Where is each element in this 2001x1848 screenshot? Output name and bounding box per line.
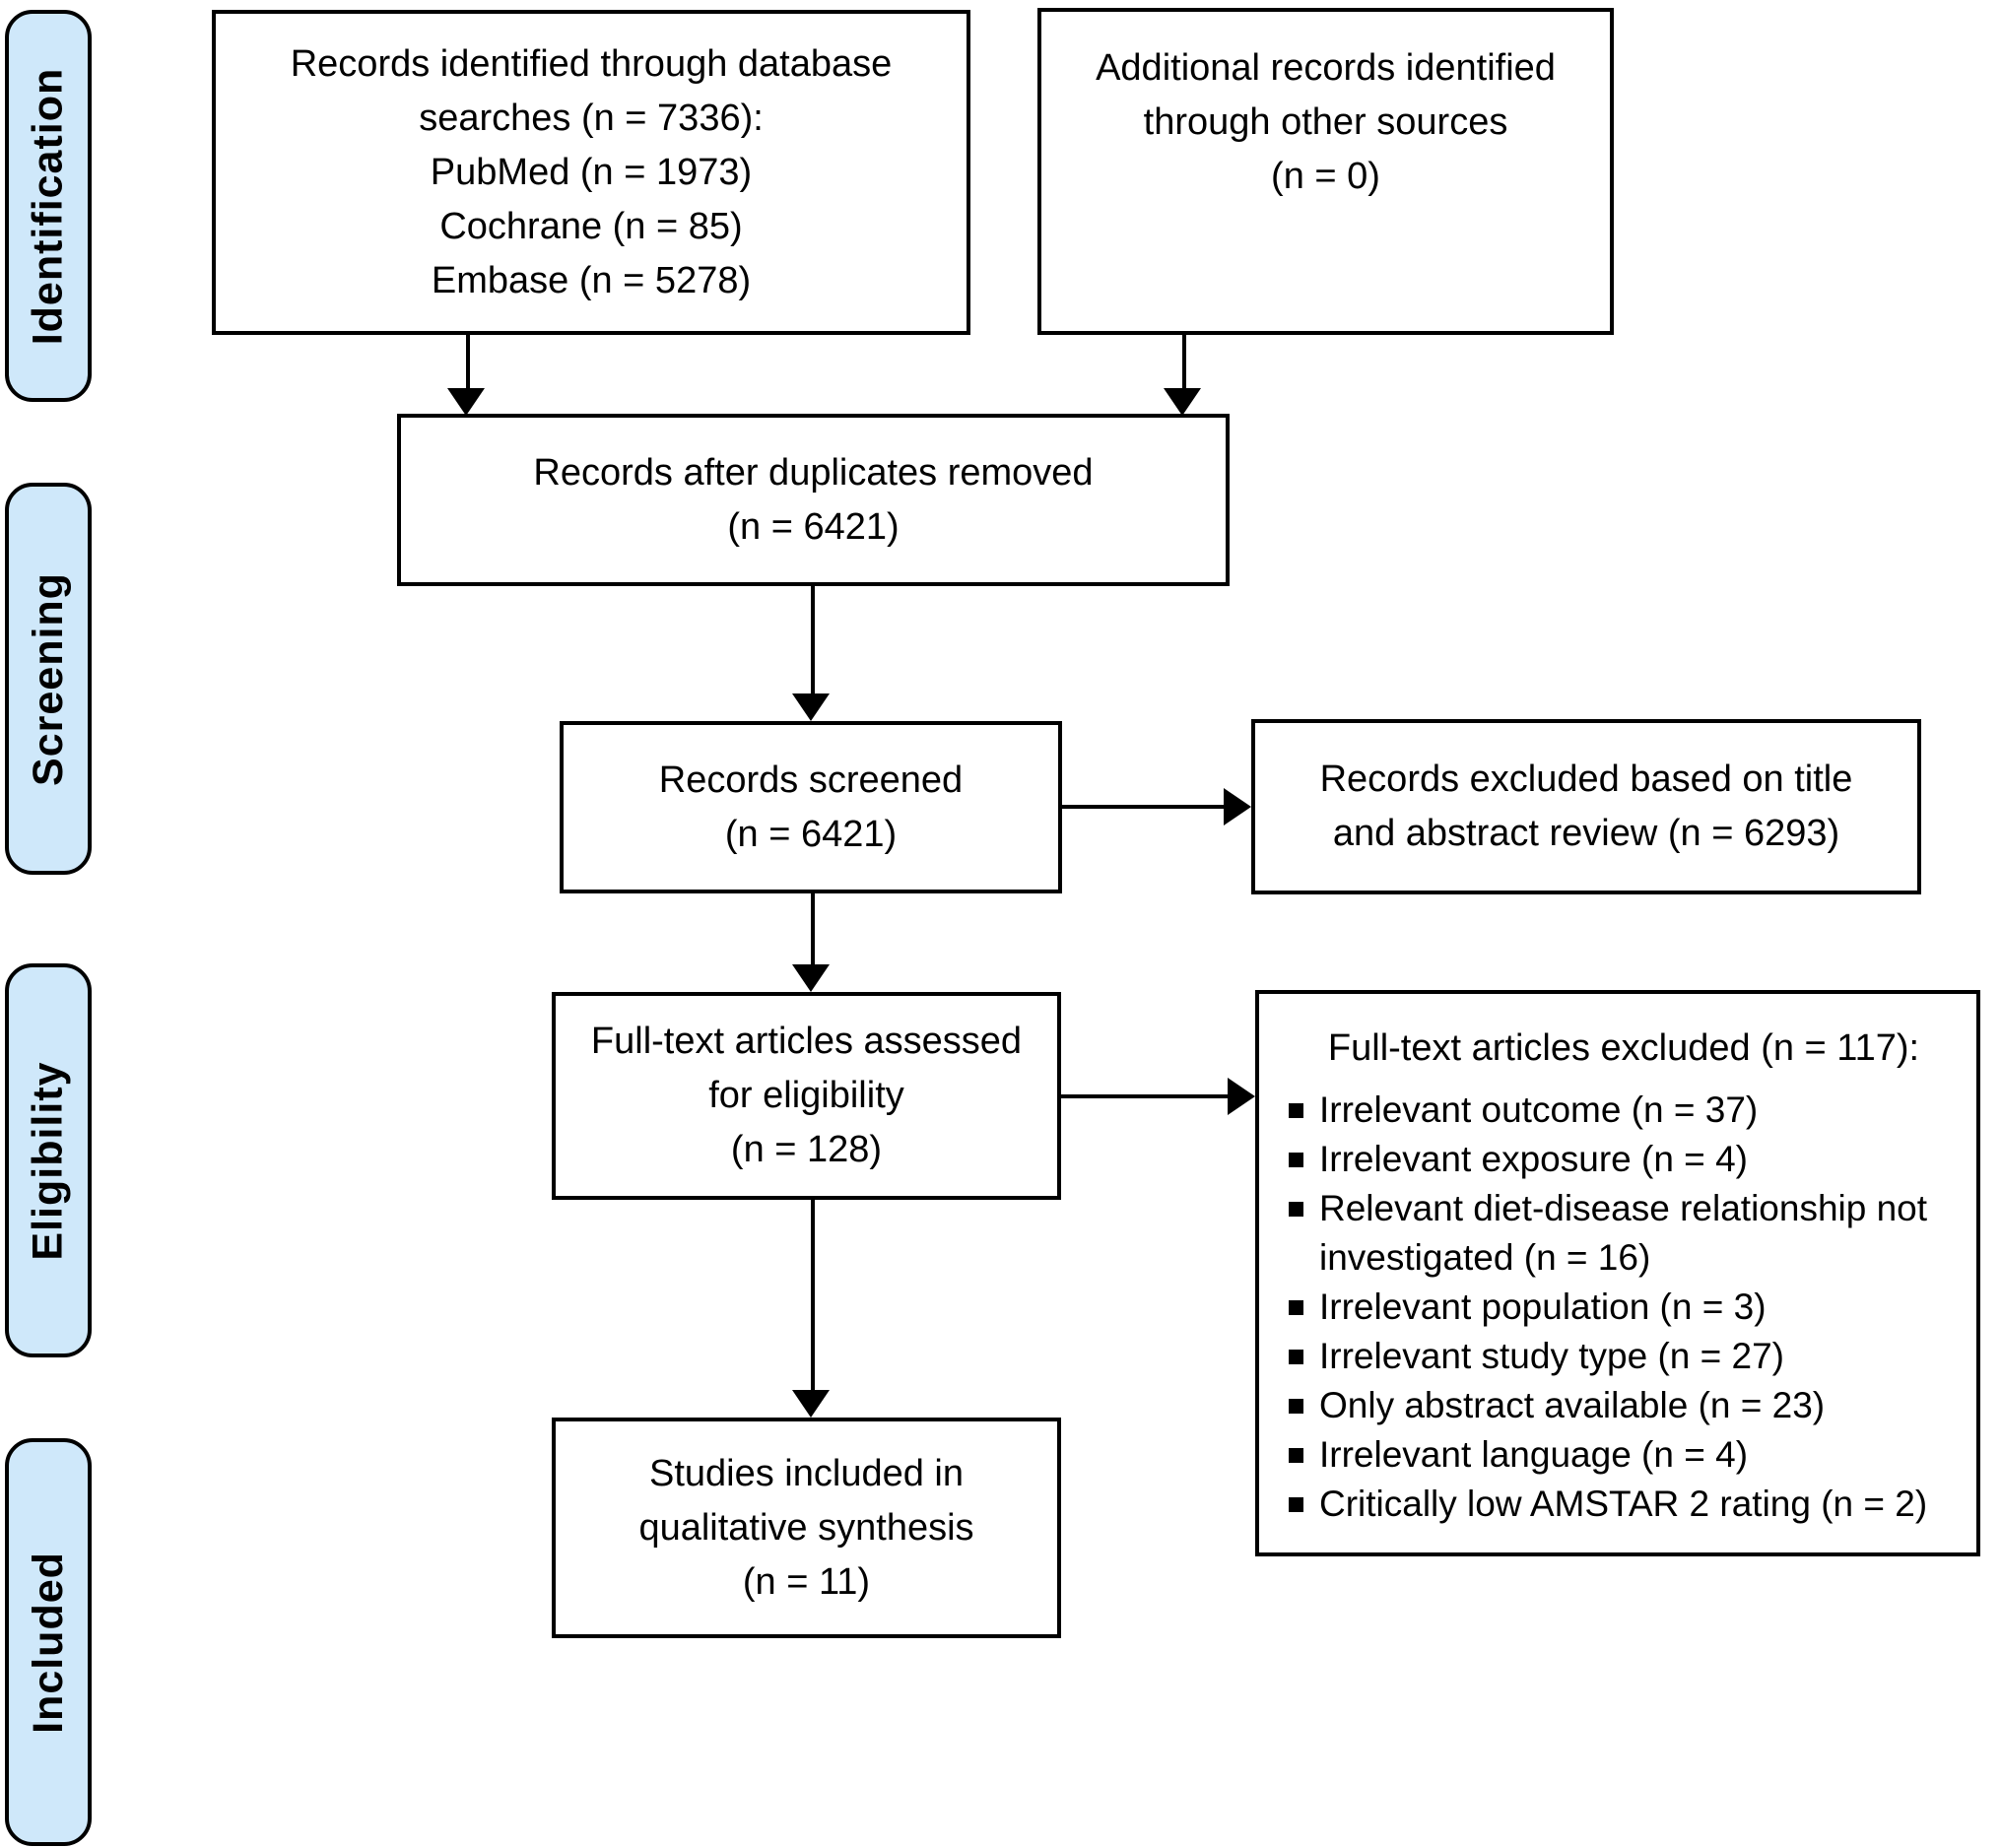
bullet-square-icon [1289, 1350, 1303, 1364]
box-text-line: Records screened [658, 759, 964, 801]
connector-line [811, 586, 815, 695]
box-text-line: (n = 6421) [724, 813, 898, 855]
bullet-square-icon [1289, 1497, 1303, 1512]
box-text-line: through other sources [1143, 101, 1508, 143]
exclusion-reason: Irrelevant exposure (n = 4) [1319, 1139, 1748, 1179]
stage-screening: Screening [5, 483, 92, 875]
exclusion-reason: Irrelevant language (n = 4) [1319, 1434, 1749, 1475]
box-text-line: (n = 128) [730, 1129, 883, 1170]
connector-line [1062, 805, 1226, 809]
list-item: Only abstract available (n = 23) [1289, 1381, 1959, 1430]
list-item: Irrelevant exposure (n = 4) [1289, 1135, 1959, 1184]
exclusion-reason: Irrelevant outcome (n = 37) [1319, 1089, 1759, 1130]
fulltext-excluded-title: Full-text articles excluded (n = 117): [1327, 1027, 1920, 1069]
box-text-line: Records excluded based on title [1319, 759, 1853, 800]
connector-line [1061, 1094, 1230, 1098]
list-item: Critically low AMSTAR 2 rating (n = 2) [1289, 1480, 1959, 1529]
exclusion-reason: Critically low AMSTAR 2 rating (n = 2) [1319, 1484, 1928, 1524]
stage-included-label: Included [24, 1551, 72, 1734]
arrow-down-icon [1164, 388, 1201, 416]
box-text-line: PubMed (n = 1973) [430, 151, 753, 193]
box-records-excluded: Records excluded based on title and abst… [1251, 719, 1921, 894]
bullet-square-icon [1289, 1103, 1303, 1118]
bullet-square-icon [1289, 1399, 1303, 1414]
box-text-line: qualitative synthesis [638, 1506, 974, 1549]
connector-line [811, 893, 815, 966]
arrow-down-icon [792, 1390, 830, 1418]
box-text-line: (n = 11) [742, 1560, 871, 1603]
box-records-identified: Records identified through database sear… [212, 10, 970, 335]
box-text-line: searches (n = 7336): [419, 97, 764, 139]
stage-screening-label: Screening [24, 571, 72, 786]
connector-line [811, 1200, 815, 1392]
list-item: Relevant diet-disease relationship not i… [1289, 1184, 1959, 1283]
bullet-square-icon [1289, 1202, 1303, 1217]
box-records-screened: Records screened (n = 6421) [560, 721, 1062, 893]
arrow-down-icon [447, 388, 485, 416]
box-text-line: Records identified through database [290, 42, 893, 85]
bullet-square-icon [1289, 1300, 1303, 1315]
box-duplicates-removed: Records after duplicates removed (n = 64… [397, 414, 1230, 586]
arrow-down-icon [792, 964, 830, 992]
stage-identification: Identification [5, 10, 92, 402]
exclusion-reason: Relevant diet-disease relationship not i… [1319, 1188, 1928, 1278]
box-text-line: Additional records identified [1096, 47, 1556, 89]
connector-line [1182, 335, 1186, 392]
bullet-square-icon [1289, 1448, 1303, 1463]
connector-line [466, 335, 470, 392]
bullet-square-icon [1289, 1153, 1303, 1167]
box-text-line: Full-text articles assessed [590, 1021, 1023, 1062]
list-item: Irrelevant outcome (n = 37) [1289, 1086, 1959, 1135]
box-additional-records: Additional records identified through ot… [1037, 8, 1614, 335]
stage-included: Included [5, 1438, 92, 1846]
exclusion-reason: Only abstract available (n = 23) [1319, 1385, 1826, 1425]
box-studies-included: Studies included in qualitative synthesi… [552, 1418, 1061, 1638]
stage-eligibility: Eligibility [5, 963, 92, 1357]
box-text-line: (n = 6421) [727, 505, 900, 548]
box-text-line: Embase (n = 5278) [431, 259, 752, 301]
box-text-line: for eligibility [708, 1075, 904, 1116]
box-text-line: Studies included in [649, 1452, 964, 1494]
box-fulltext-assessed: Full-text articles assessed for eligibil… [552, 992, 1061, 1200]
box-fulltext-excluded: Full-text articles excluded (n = 117): I… [1255, 990, 1980, 1556]
exclusion-reason: Irrelevant population (n = 3) [1319, 1287, 1767, 1327]
arrow-right-icon [1228, 1078, 1255, 1115]
box-text-line: (n = 0) [1271, 156, 1380, 197]
stage-identification-label: Identification [24, 67, 72, 345]
box-text-line: and abstract review (n = 6293) [1332, 813, 1840, 854]
list-item: Irrelevant language (n = 4) [1289, 1430, 1959, 1480]
box-text-line: Cochrane (n = 85) [439, 205, 743, 247]
stage-eligibility-label: Eligibility [24, 1060, 72, 1261]
box-text-line: Records after duplicates removed [533, 451, 1094, 494]
list-item: Irrelevant population (n = 3) [1289, 1283, 1959, 1332]
list-item: Irrelevant study type (n = 27) [1289, 1332, 1959, 1381]
exclusion-reason: Irrelevant study type (n = 27) [1319, 1336, 1784, 1376]
arrow-right-icon [1224, 788, 1251, 825]
arrow-down-icon [792, 693, 830, 721]
